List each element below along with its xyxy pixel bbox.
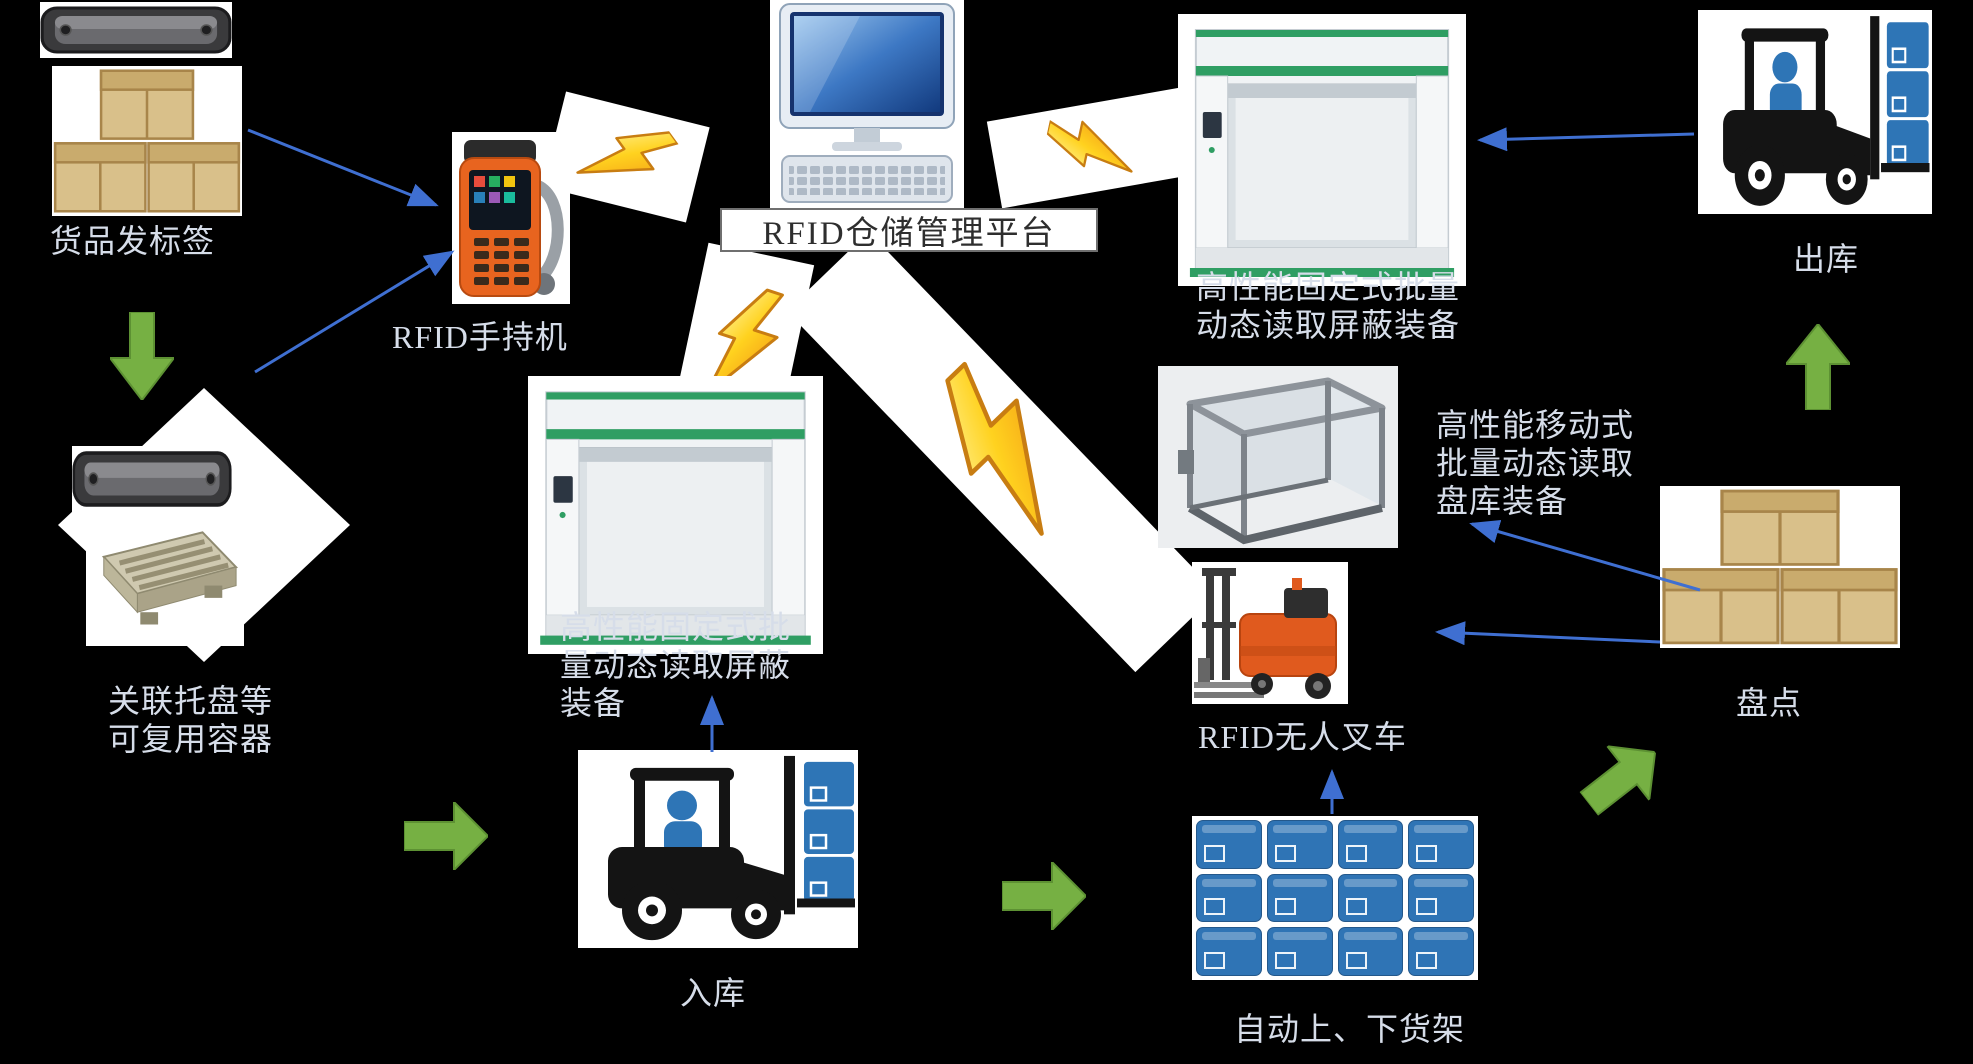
rfid-tag-icon [40,6,232,54]
storage-bin-cell [1196,927,1262,976]
flow-arrow-down [110,312,174,400]
forklift-icon [608,755,855,941]
goods-tag-label: 货品发标签 [50,223,216,259]
storage-bin-cell [1408,820,1474,869]
storage-bin-cell [1337,820,1404,869]
storage-bin-cell [1408,927,1474,976]
carton-boxes-icon [53,69,241,213]
storage-bin-cell [1266,873,1333,923]
desktop-computer-image [770,0,964,212]
outbound-label: 出库 [1793,241,1860,277]
storage-bin-cell [1337,873,1404,923]
agv-label: RFID无人叉车 [1198,719,1407,755]
gantry-frame-icon [1178,377,1386,545]
agv-stacker-icon [1194,568,1337,699]
forklift-icon [1723,16,1930,206]
stocktake-label: 盘点 [1736,685,1803,721]
outbound-forklift-image [1698,10,1932,214]
desktop-computer-icon [779,3,955,203]
mobile-reader-frame-image [1158,366,1398,548]
lightning-bolt-icon [542,91,710,223]
flow-arrow-up [1786,324,1850,410]
handheld-label: RFID手持机 [392,319,568,355]
rfid-tag-image [40,2,232,58]
rfid-tag-image-2 [72,446,232,512]
storage-bin-cell [1337,927,1404,976]
flow-arrow-diagonal [1578,744,1657,817]
lightning-bolt-icon [786,231,1218,673]
inbound-label: 入库 [680,975,747,1011]
storage-bin-cell [1196,820,1262,869]
agv-stacker-image [1192,562,1348,704]
storage-bin-cell [1266,927,1333,976]
handheld-terminal-icon [459,140,564,297]
carton-boxes-icon [1662,489,1898,645]
bolt-glyph [945,361,1044,536]
lightning-bolt-icon [986,87,1196,209]
pallet-tray-icon [101,531,239,625]
storage-bins-image [1192,816,1478,980]
bolt-glyph [1045,120,1133,173]
bolt-glyph [576,131,679,174]
auto-shelving-label: 自动上、下货架 [1234,1011,1466,1047]
blue-connector-stocktake-to-agv [1435,621,1661,646]
reader-gate-icon [1189,29,1455,277]
rfid-handheld-image [452,132,570,304]
fixed-reader-machine-center-image [528,376,823,654]
reusable-container-label: 关联托盘等 可复用容器 [108,683,274,757]
bolt-glyph [704,288,784,396]
stocktake-boxes-image [1660,486,1900,648]
mobile-reader-label: 高性能移动式 批量动态读取 盘库装备 [1436,407,1635,519]
reader-gate-icon [540,391,811,645]
inbound-forklift-image [578,750,858,948]
blue-connector-boxes-to-handheld [247,128,439,207]
platform-label: RFID仓储管理平台 [762,216,1056,252]
platform-label-box: RFID仓储管理平台 [720,208,1098,252]
storage-bin-cell [1408,873,1474,923]
rfid-tag-icon [72,451,232,507]
storage-bin-cell [1266,820,1333,869]
flow-arrow-right [1002,862,1086,930]
blue-connector-outbound-to-reader [1477,127,1695,152]
fixed-reader-right-label: 高性能固定式批量 动态读取屏蔽装备 [1196,269,1461,343]
lightning-bolt-icon [669,242,815,448]
pallet-tray-image [86,518,244,646]
fixed-reader-center-label: 高性能固定式批 量动态读取屏蔽 装备 [560,609,792,721]
flow-arrow-right [404,802,488,870]
goods-boxes-image [52,66,242,216]
storage-bin-cell [1196,873,1262,923]
fixed-reader-machine-right-image [1178,14,1466,286]
